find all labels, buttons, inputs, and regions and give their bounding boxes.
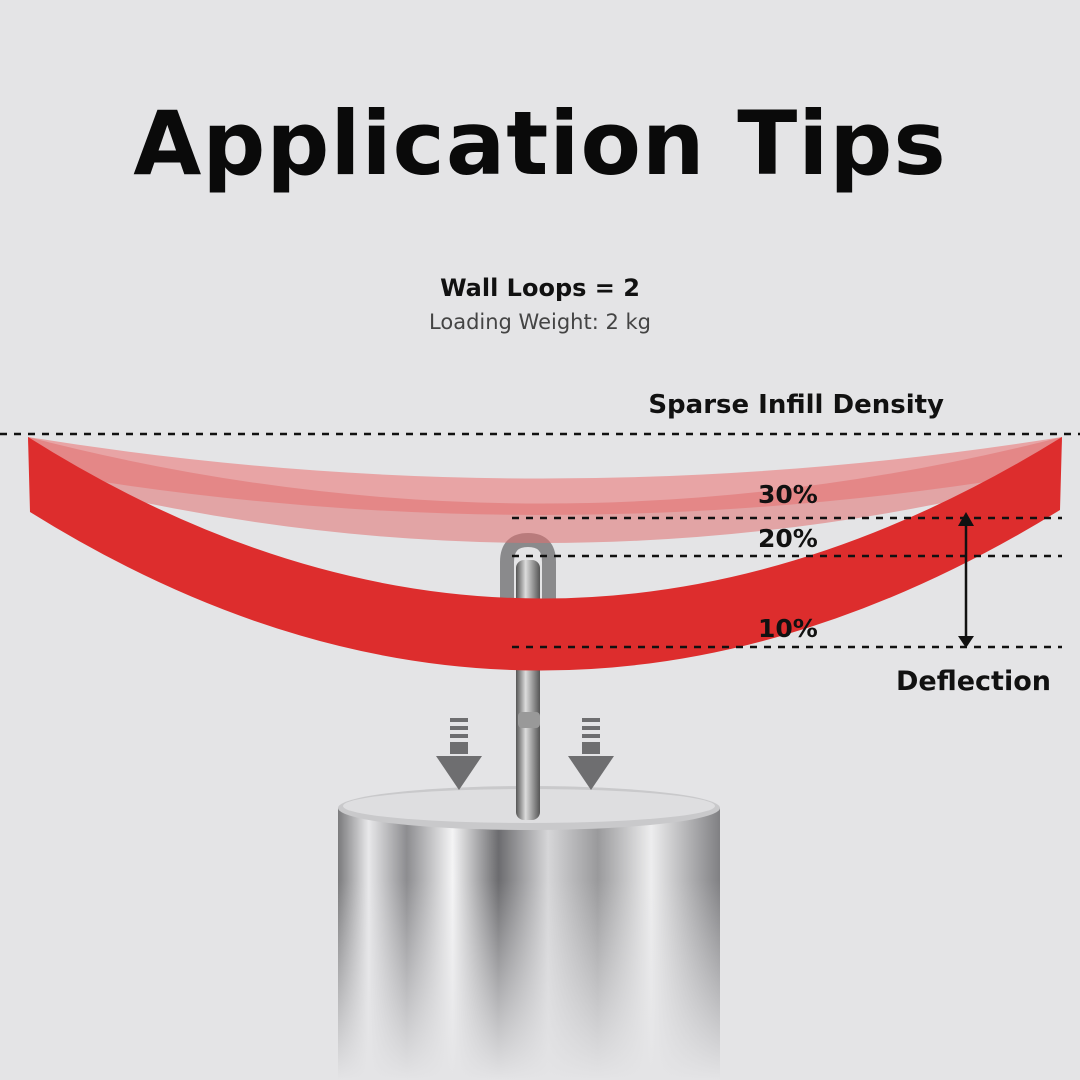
hook-icon bbox=[500, 532, 556, 820]
density-label-10: 10% bbox=[758, 614, 818, 643]
steel-weight-icon bbox=[338, 786, 720, 1080]
density-label-30: 30% bbox=[758, 480, 818, 509]
loading-weight-label: Loading Weight: 2 kg bbox=[429, 310, 651, 334]
wall-loops-label: Wall Loops = 2 bbox=[440, 274, 640, 302]
down-arrow-icon bbox=[436, 718, 482, 790]
double-arrow-icon bbox=[958, 512, 974, 648]
deflection-label: Deflection bbox=[896, 666, 1051, 697]
density-heading: Sparse Infill Density bbox=[648, 390, 944, 420]
beam-20-percent bbox=[28, 437, 1062, 543]
beam-10-percent bbox=[28, 437, 1062, 671]
page-title: Application Tips bbox=[133, 92, 947, 195]
down-arrow-icon bbox=[568, 718, 614, 790]
density-label-20: 20% bbox=[758, 524, 818, 553]
